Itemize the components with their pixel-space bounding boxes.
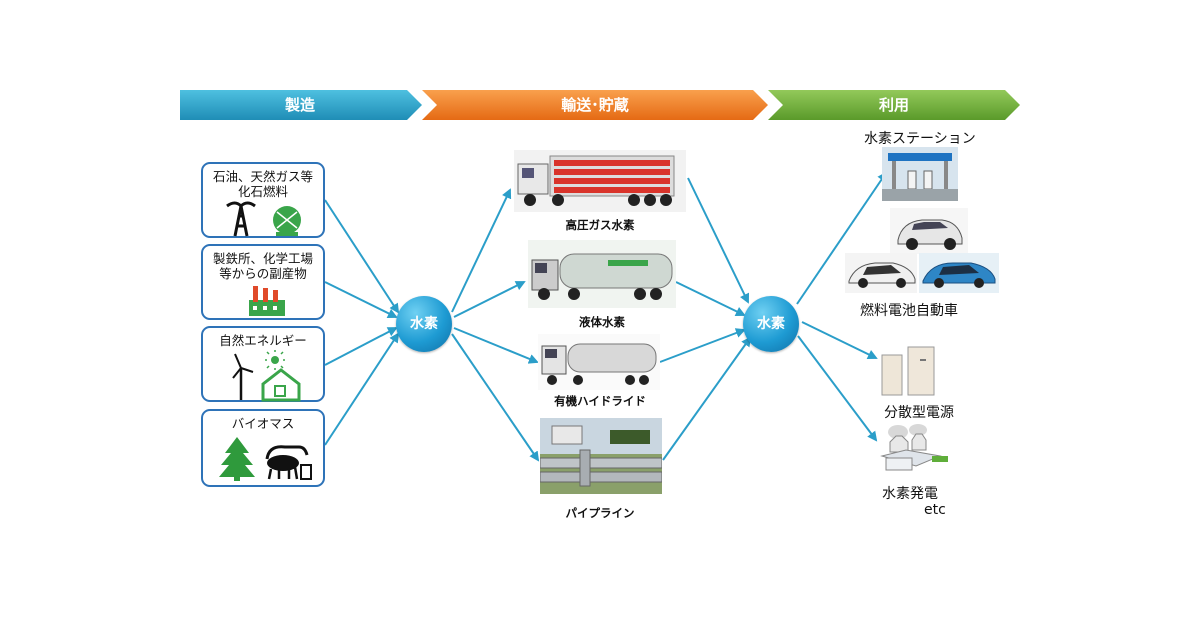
tube-trailer-truck-image	[514, 150, 686, 212]
tree-and-livestock-icon	[219, 437, 312, 481]
mirai-car-image	[919, 253, 999, 293]
hydrogen-hub-left: 水素	[396, 296, 452, 352]
pipeline-image	[540, 418, 662, 494]
use-etc-label: etc	[924, 502, 946, 518]
tank-lorry-image	[538, 334, 660, 390]
arrows-source-to-hub	[324, 199, 400, 446]
source-industrial-byproduct-line1: 製鉄所、化学工場	[212, 251, 313, 266]
stage-use-chevron	[768, 90, 1020, 120]
stage-production-label: 製造	[284, 96, 315, 114]
transport-organic-hydride-label: 有機ハイドライド	[554, 394, 646, 408]
arrows-hub-to-uses	[796, 171, 888, 442]
source-biomass-line1: バイオマス	[231, 416, 295, 431]
stage-transport-chevron	[422, 90, 768, 120]
concept-car-image	[890, 208, 968, 254]
source-fossil-fuel-line1: 石油、天然ガス等	[212, 169, 313, 184]
stage-production-chevron	[180, 90, 422, 120]
tanker-truck-image	[528, 240, 676, 308]
arrows-transport-to-hub	[659, 177, 752, 461]
source-biomass: バイオマス	[201, 409, 325, 487]
stage-transport-label: 輸送･貯蔵	[561, 96, 629, 114]
oil-rig-and-gas-tank-icon	[226, 201, 301, 237]
fuel-cell-car-image	[845, 253, 917, 293]
source-renewable-energy: 自然エネルギー	[201, 326, 325, 402]
arrows-hub-to-transport	[451, 188, 540, 462]
use-fuel-cell-vehicle-label: 燃料電池自動車	[860, 303, 958, 319]
power-plant-image	[878, 422, 950, 474]
source-fossil-fuel-line2: 化石燃料	[237, 184, 288, 199]
factory-icon	[249, 286, 285, 316]
hydrogen-hub-right: 水素	[743, 296, 799, 352]
stage-use-label: 利用	[878, 96, 909, 114]
hydrogen-station-image	[882, 147, 958, 201]
source-fossil-fuel: 石油、天然ガス等 化石燃料	[201, 162, 325, 238]
source-industrial-byproduct: 製鉄所、化学工場 等からの副産物	[201, 244, 325, 320]
use-hydrogen-station-label: 水素ステーション	[864, 131, 976, 147]
source-renewable-energy-line1: 自然エネルギー	[219, 333, 307, 348]
transport-liquid-hydrogen-label: 液体水素	[579, 315, 625, 329]
source-industrial-byproduct-line2: 等からの副産物	[219, 266, 307, 281]
transport-pipeline-label: パイプライン	[565, 506, 635, 520]
wind-solar-house-icon	[232, 350, 301, 402]
use-hydrogen-power-generation-label: 水素発電	[882, 486, 938, 502]
fuel-cell-unit-image	[880, 345, 938, 397]
use-distributed-power-label: 分散型電源	[884, 405, 954, 421]
transport-compressed-gas-label: 高圧ガス水素	[565, 218, 635, 232]
